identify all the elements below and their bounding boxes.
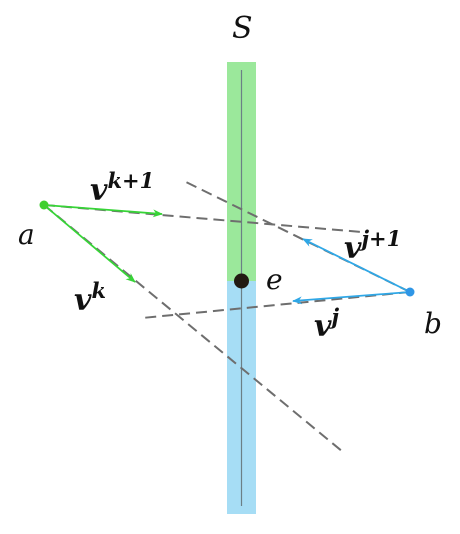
vector-vk-arrow (43, 204, 136, 283)
vector-vk1-label: vk+1 (90, 168, 154, 208)
vector-vk1-arrow (43, 204, 163, 218)
vector-vj-label: vj (314, 304, 339, 344)
vector-vj1-arrow (302, 238, 411, 293)
point-e-dot (234, 273, 249, 289)
set-label: S (232, 11, 253, 46)
point-a-label: a (18, 218, 35, 251)
vector-vk-base: v (74, 283, 92, 318)
point-b-dot (405, 287, 415, 297)
vector-vj-arrow (292, 291, 411, 305)
point-a-dot (39, 200, 49, 210)
vector-vk1-sup: k+1 (107, 168, 154, 193)
vector-vj1-sup: j+1 (357, 226, 401, 251)
vector-vk-label: vk (74, 278, 106, 318)
point-b-label: b (424, 307, 442, 340)
vector-vj1-base: v (344, 231, 362, 266)
vector-vk-sup: k (91, 278, 106, 303)
vector-vj-base: v (314, 309, 332, 344)
vector-vk1-base: v (90, 173, 108, 208)
dashed-line-vk (43, 204, 344, 453)
point-e-label: e (266, 263, 283, 296)
vector-vj1-label: vj+1 (344, 226, 401, 266)
